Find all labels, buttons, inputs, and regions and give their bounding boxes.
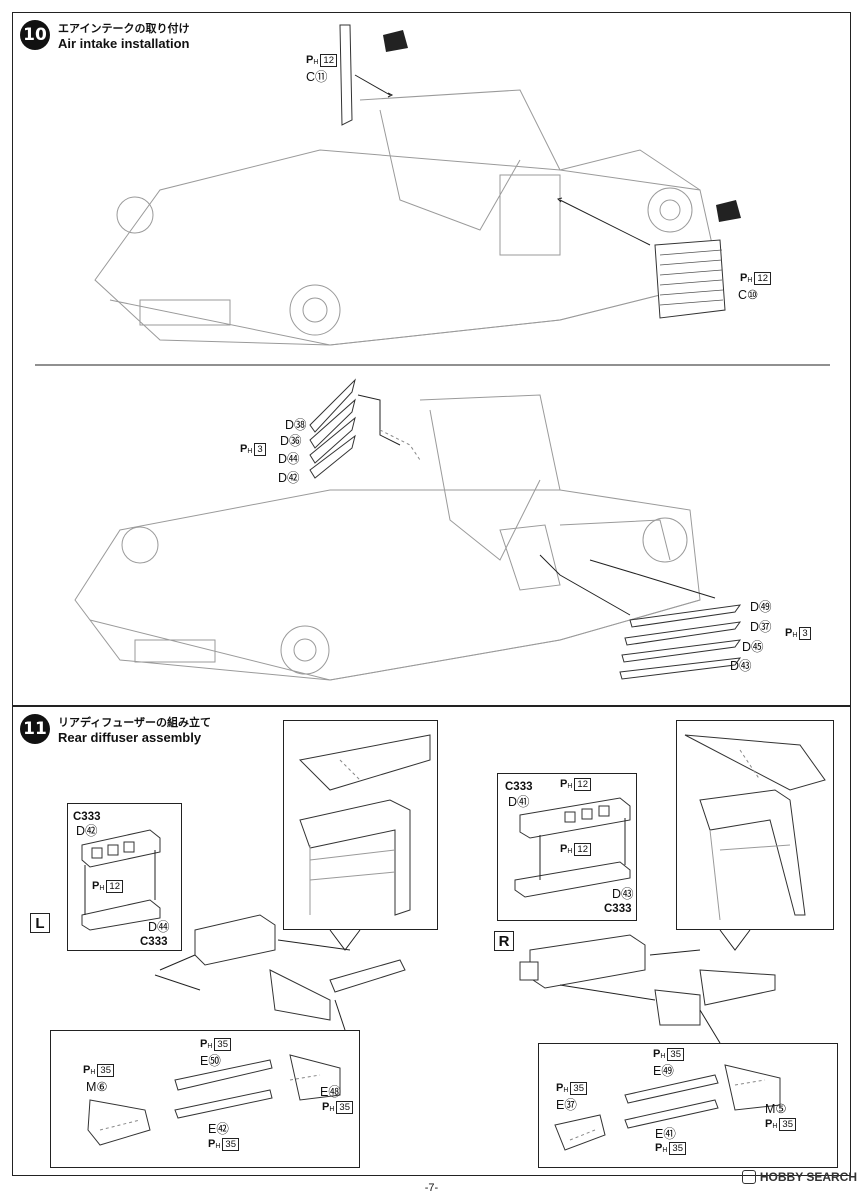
step10-panel — [12, 12, 851, 706]
part-label-d54: D㊹ — [278, 452, 300, 466]
right-inset-small — [497, 773, 637, 921]
watermark: HOBBY SEARCH — [741, 1170, 857, 1184]
diffuser-bracket-right-inset — [514, 797, 631, 898]
part-label-c10: C⑩ — [738, 288, 758, 302]
part-label-d59: D㊾ — [750, 600, 772, 614]
paint-number: 12 — [754, 272, 771, 285]
part-label-e49: E㊾ — [653, 1064, 674, 1078]
part-tree-code: C — [306, 70, 316, 84]
diffuser-strakes-right — [554, 1064, 781, 1151]
left-side-marker: L — [30, 913, 50, 933]
diffuser-assembly-right — [519, 934, 776, 1044]
paint-number: 35 — [779, 1118, 796, 1131]
diffuser-strakes-left — [87, 1054, 341, 1146]
step11-title-jp: リアディフューザーの組み立て — [58, 716, 212, 729]
part-label-d41: D㊶ — [508, 795, 530, 809]
part-label-d53: D㊸ — [730, 659, 752, 673]
part-label-e58: E㊽ — [320, 1085, 341, 1099]
chassis-illustration-upper — [94, 89, 721, 346]
air-intake-part-c11 — [339, 24, 394, 126]
part-label-c11: C⑪ — [306, 70, 328, 84]
part-label-d58: D㊳ — [285, 418, 307, 432]
diffuser-panel-left-inset — [298, 734, 431, 916]
part-label-m5: M⑤ — [765, 1102, 787, 1116]
paint-number: 12 — [320, 54, 337, 67]
paint-number: 3 — [799, 627, 811, 640]
part-label-d52: D㊷ — [278, 471, 300, 485]
step10-title-jp: エアインテークの取り付け — [58, 22, 190, 35]
part-tree-code: C — [738, 288, 748, 302]
step11-number: 11 — [20, 714, 50, 744]
part-label-c333-bottom-right: C333 — [604, 903, 632, 915]
step10-title-en: Air intake installation — [58, 36, 190, 51]
part-label-m6: M⑥ — [86, 1080, 108, 1094]
left-inset-small — [67, 803, 182, 951]
paint-number: 35 — [222, 1138, 239, 1151]
part-label-e57: E㊲ — [556, 1098, 577, 1112]
louvre-parts-right — [539, 554, 742, 680]
part-label-e51: E㊶ — [655, 1127, 676, 1141]
paint-number: 12 — [106, 880, 123, 893]
part-label-d43: D㊸ — [612, 887, 634, 901]
diffuser-panel-right-inset — [684, 734, 826, 921]
louvre-parts-left — [309, 378, 421, 479]
part-label-d56: D㊱ — [280, 434, 302, 448]
part-label-c333-top-left: C333 — [73, 811, 101, 823]
page-number: -7- — [424, 1182, 439, 1194]
right-side-marker: R — [494, 931, 514, 951]
paint-number: 35 — [97, 1064, 114, 1077]
part-label-e52: E㊷ — [208, 1122, 229, 1136]
air-intake-part-c10 — [557, 197, 726, 319]
step11-title-en: Rear diffuser assembly — [58, 730, 202, 745]
paint-number: 3 — [254, 443, 266, 456]
paint-number: 12 — [574, 843, 591, 856]
step10-number: 10 — [20, 20, 50, 50]
paint-number: 12 — [574, 778, 591, 791]
diffuser-bracket-left-inset — [81, 829, 161, 931]
diffuser-assembly-left — [154, 914, 406, 1031]
paint-number: 35 — [336, 1101, 353, 1114]
part-number: ⑩ — [747, 288, 759, 302]
part-label-e50: E㊿ — [200, 1054, 221, 1068]
paint-number: 35 — [214, 1038, 231, 1051]
paint-number: 35 — [669, 1142, 686, 1155]
part-label-c333-bottom-left: C333 — [140, 936, 168, 948]
watermark-logo-icon — [741, 1170, 756, 1184]
part-label-d44: D㊹ — [148, 920, 170, 934]
part-number: ⑪ — [315, 70, 328, 84]
part-label-c333-top-right: C333 — [505, 781, 533, 793]
part-label-d55: D㊺ — [742, 640, 764, 654]
part-label-d42: D㊷ — [76, 824, 98, 838]
paint-chip-icon — [383, 30, 741, 222]
paint-number: 35 — [667, 1048, 684, 1061]
part-label-d57: D㊲ — [750, 620, 772, 634]
paint-number: 35 — [570, 1082, 587, 1095]
watermark-text: HOBBY SEARCH — [759, 1170, 857, 1184]
